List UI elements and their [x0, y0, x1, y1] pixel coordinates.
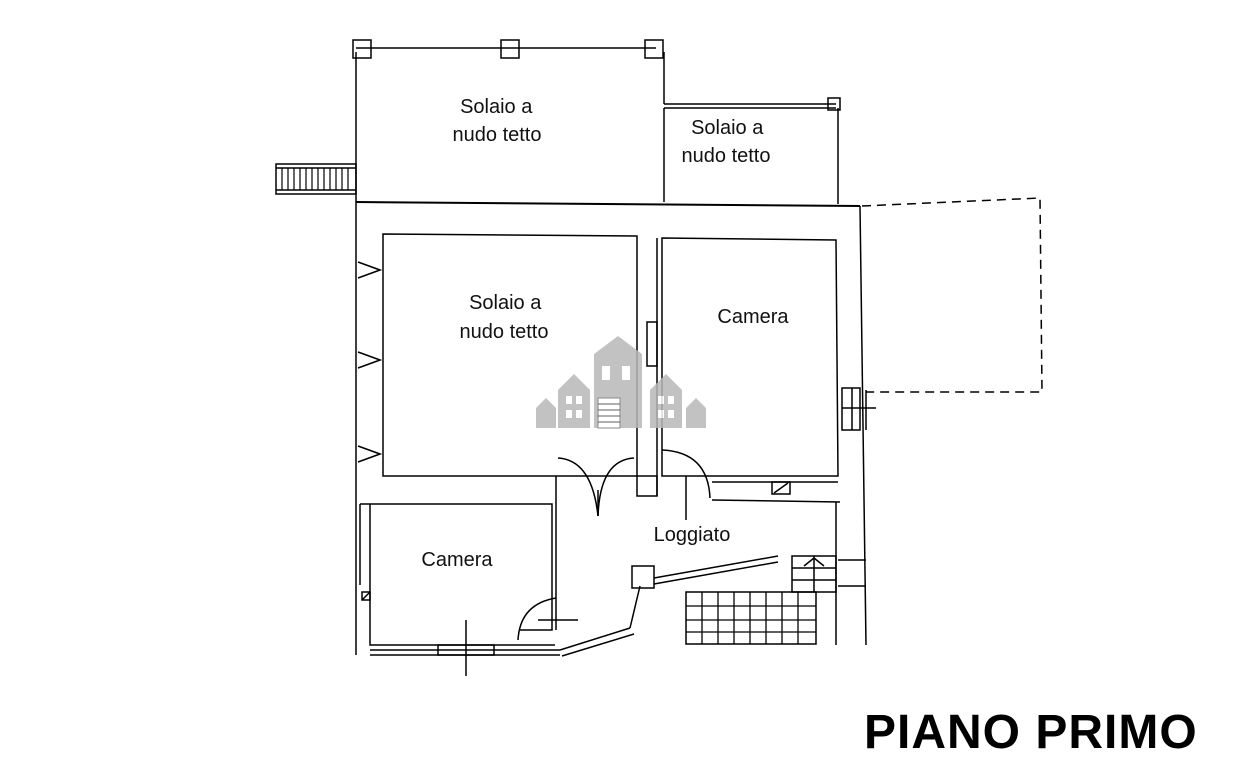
room-label-camera-left: Camera: [421, 549, 493, 571]
door-swings: [517, 449, 711, 641]
pillar: [500, 39, 520, 59]
external-stair: [275, 163, 357, 195]
room-label-solaio-center: Solaio a nudo tetto: [460, 292, 549, 343]
pillar: [827, 97, 841, 111]
plan-title: PIANO PRIMO: [864, 706, 1198, 759]
dashed-outline: [841, 197, 1043, 431]
internal-stair: [685, 502, 866, 645]
window-mark: [771, 481, 791, 495]
room-label-solaio-top-right: Solaio a nudo tetto: [682, 117, 771, 167]
house-logo-icon: [536, 336, 706, 429]
room-label-solaio-top-left: Solaio a nudo tetto: [453, 96, 542, 146]
room-label-camera-right: Camera: [717, 306, 789, 328]
pillar: [352, 39, 372, 59]
upper-roof-block: [352, 39, 841, 204]
room-label-loggiato: Loggiato: [654, 524, 731, 546]
main-walls: [355, 201, 867, 676]
wall-markers: [357, 261, 383, 463]
pillar: [644, 39, 664, 59]
